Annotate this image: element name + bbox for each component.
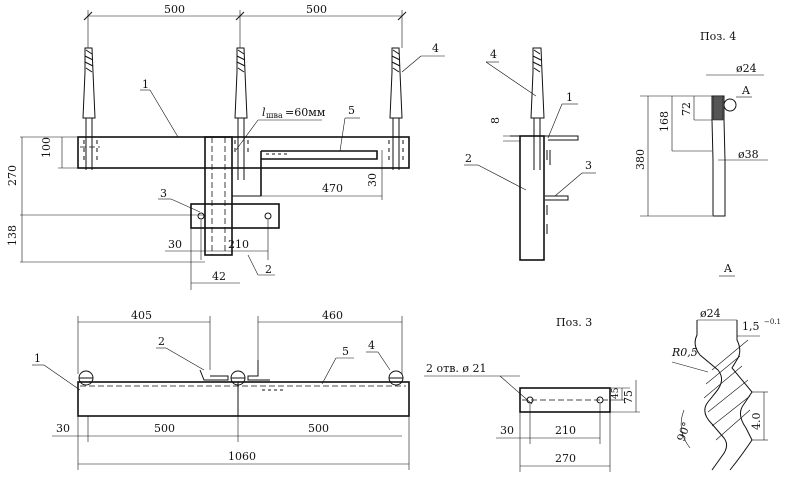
dim-30a: 30 <box>168 238 182 251</box>
plan-callout-1: 1 <box>34 352 41 365</box>
insulator-left <box>82 47 96 170</box>
plan-dim-30: 30 <box>56 422 70 435</box>
side-callout-1: 1 <box>566 91 573 104</box>
side-callout-4: 4 <box>490 48 497 61</box>
dim-100: 100 <box>40 137 53 158</box>
dim-210: 210 <box>228 238 249 251</box>
detail-a-title: A <box>723 262 733 275</box>
dim-30b: 30 <box>366 173 379 187</box>
plan-callout-5: 5 <box>342 345 349 358</box>
pos4-d72: 72 <box>680 102 693 116</box>
plan-callout-4: 4 <box>368 339 375 352</box>
dim-270: 270 <box>6 165 19 186</box>
plan-main-beam <box>77 381 410 417</box>
insulator-middle <box>234 47 248 180</box>
pos4-d380: 380 <box>634 149 647 170</box>
main-beam <box>77 136 410 169</box>
plan-dim-1060: 1060 <box>228 450 256 463</box>
dim-138: 138 <box>6 225 19 246</box>
plan-dim-500a: 500 <box>154 422 175 435</box>
plan-view: 405 460 1 2 5 4 30 500 500 1060 <box>32 309 410 470</box>
dim-top-right: 500 <box>306 3 327 16</box>
front-view: 500 500 <box>6 3 445 290</box>
pos3-d45: 45 <box>611 387 621 399</box>
pos4-d24: ø24 <box>736 62 757 75</box>
pos4-d38: ø38 <box>738 148 759 161</box>
callout-2: 2 <box>265 263 272 276</box>
plan-dim-500b: 500 <box>308 422 329 435</box>
pos3-view: Поз. 3 2 отв. ø 21 45 75 30 210 270 <box>424 316 640 472</box>
insulator-right <box>389 47 403 170</box>
detail-a-d24: ø24 <box>700 307 721 320</box>
pos3-d210: 210 <box>555 424 576 437</box>
side-callout-3: 3 <box>585 159 592 172</box>
pos4-d168: 168 <box>658 111 671 132</box>
detail-a-view: A ø24 1,5 −0.1 R0,5 4.0 90° <box>671 262 781 471</box>
detail-a-angle: 90° <box>675 420 694 443</box>
callout-4: 4 <box>432 42 439 55</box>
pos3-holes: 2 отв. ø 21 <box>426 362 487 375</box>
detail-a-tol: 1,5 <box>742 320 760 333</box>
callout-5: 5 <box>348 104 355 117</box>
dim-470: 470 <box>322 182 343 195</box>
pos3-d30: 30 <box>500 424 514 437</box>
side-callout-2: 2 <box>465 152 472 165</box>
pos4-callout-a: A <box>741 84 751 97</box>
detail-a-tol-sup: −0.1 <box>764 318 781 326</box>
plan-dim-405: 405 <box>131 309 152 322</box>
detail-a-radius: R0,5 <box>671 346 698 359</box>
weld-label-l: l <box>262 106 266 119</box>
bracket-pos3 <box>190 203 280 229</box>
dim-42: 42 <box>212 270 226 283</box>
weld-label-value: =60мм <box>285 106 326 119</box>
pos3-d75: 75 <box>622 390 635 404</box>
pos4-view: Поз. 4 ø24 ø38 380 168 72 A <box>634 30 768 217</box>
side-view: 8 4 1 2 3 <box>464 47 596 261</box>
pos3-title: Поз. 3 <box>556 316 592 329</box>
pos3-d270: 270 <box>555 452 576 465</box>
dim-top-left: 500 <box>164 3 185 16</box>
callout-3: 3 <box>160 187 167 200</box>
plan-callout-2: 2 <box>158 335 165 348</box>
pos4-title: Поз. 4 <box>700 30 736 43</box>
callout-1: 1 <box>142 78 149 91</box>
detail-a-h40: 4.0 <box>750 413 763 431</box>
side-dim-8: 8 <box>489 117 502 124</box>
weld-label-sub: шва <box>266 111 283 120</box>
plan-dim-460: 460 <box>322 309 343 322</box>
rod-pos5 <box>261 150 378 160</box>
